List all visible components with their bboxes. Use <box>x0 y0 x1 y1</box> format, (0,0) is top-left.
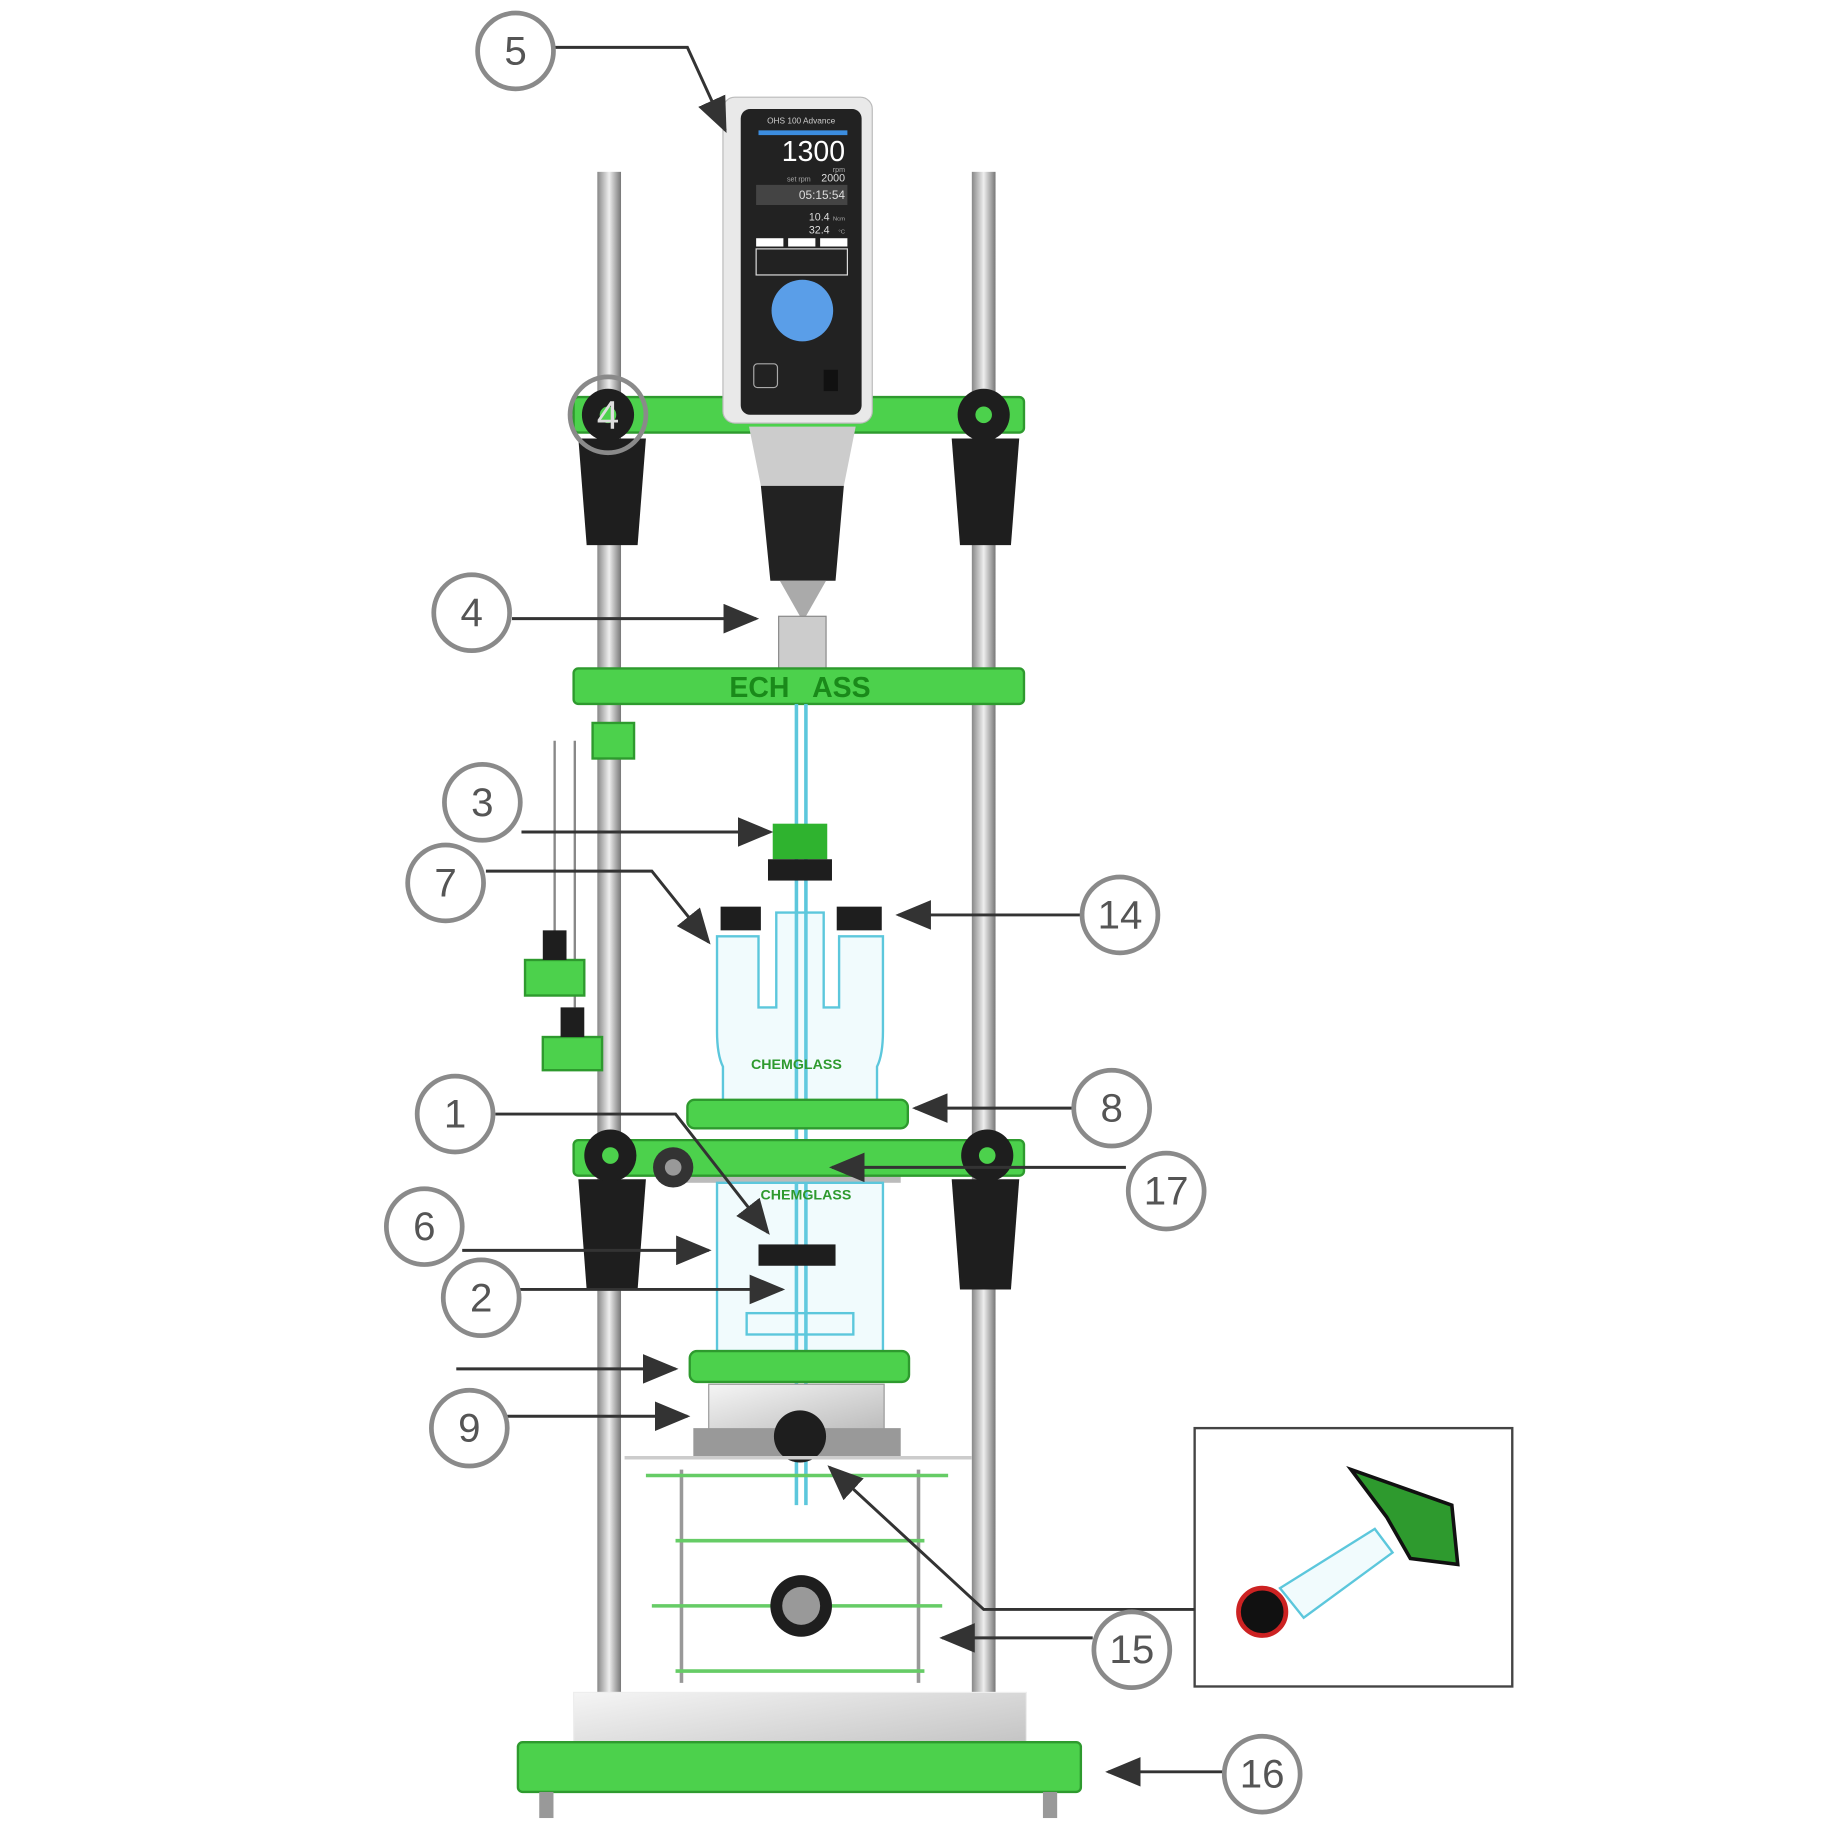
torque-unit: Ncm <box>833 216 845 222</box>
vessel-brand-top: CHEMGLASS <box>751 1057 842 1073</box>
speed-unit: rpm <box>833 166 845 174</box>
svg-text:16: 16 <box>1240 1752 1285 1797</box>
callout-1: 1 <box>414 1073 496 1155</box>
callout-8: 8 <box>1071 1067 1152 1149</box>
impeller-hub <box>758 1244 836 1266</box>
speed-readout: 1300 <box>782 136 845 168</box>
callout-3: 3 <box>442 762 523 843</box>
support-rod-left <box>597 171 622 1707</box>
lower-crossbar <box>572 1138 1026 1177</box>
callout-6: 6 <box>383 1186 465 1267</box>
valve-detail-inset <box>1193 1426 1514 1688</box>
callout-4-top: 4 <box>567 374 649 456</box>
svg-text:4: 4 <box>597 392 619 437</box>
control-dial[interactable] <box>771 279 834 342</box>
callout-4: 4 <box>431 572 512 654</box>
svg-text:5: 5 <box>504 28 526 73</box>
temp-readout: 32.4 <box>809 224 830 236</box>
svg-text:17: 17 <box>1144 1169 1189 1214</box>
svg-text:7: 7 <box>434 860 456 905</box>
svg-text:4: 4 <box>460 590 482 635</box>
callout-14: 14 <box>1079 874 1161 956</box>
callout-5: 5 <box>475 10 556 92</box>
svg-text:1: 1 <box>444 1092 466 1137</box>
callout-17: 17 <box>1125 1150 1207 1232</box>
overhead-stirrer: OHS 100 Advance 1300 rpm set rpm 2000 05… <box>722 96 873 617</box>
set-speed: 2000 <box>821 172 845 184</box>
svg-text:15: 15 <box>1109 1627 1154 1672</box>
torque-readout: 10.4 <box>809 211 830 223</box>
svg-text:3: 3 <box>471 780 493 825</box>
svg-text:14: 14 <box>1098 892 1143 937</box>
callout-7: 7 <box>405 842 486 924</box>
stirrer-model: OHS 100 Advance <box>767 115 836 125</box>
vessel-brand-bottom: CHEMGLASS <box>760 1187 851 1203</box>
callout-16: 16 <box>1221 1733 1303 1815</box>
clamp-left-top <box>578 438 646 546</box>
temperature-probe <box>523 721 636 1072</box>
set-label: set rpm <box>787 175 811 183</box>
brand-crossbar <box>572 667 1026 706</box>
callout-9: 9 <box>429 1387 510 1469</box>
drain-stand <box>624 1455 972 1683</box>
support-rod-right <box>971 171 996 1707</box>
brand-text: ECH ASS <box>729 672 870 704</box>
clamp-right-top <box>951 438 1020 546</box>
svg-text:9: 9 <box>458 1406 480 1451</box>
svg-text:8: 8 <box>1100 1086 1122 1131</box>
callout-15: 15 <box>1091 1609 1173 1691</box>
svg-text:2: 2 <box>470 1275 492 1320</box>
timer-readout: 05:15:54 <box>799 188 846 202</box>
bottom-valve[interactable] <box>773 1410 827 1463</box>
base-frame <box>516 1741 1083 1794</box>
svg-text:6: 6 <box>413 1204 435 1249</box>
callout-2: 2 <box>440 1257 522 1339</box>
temp-unit: °C <box>838 229 845 235</box>
